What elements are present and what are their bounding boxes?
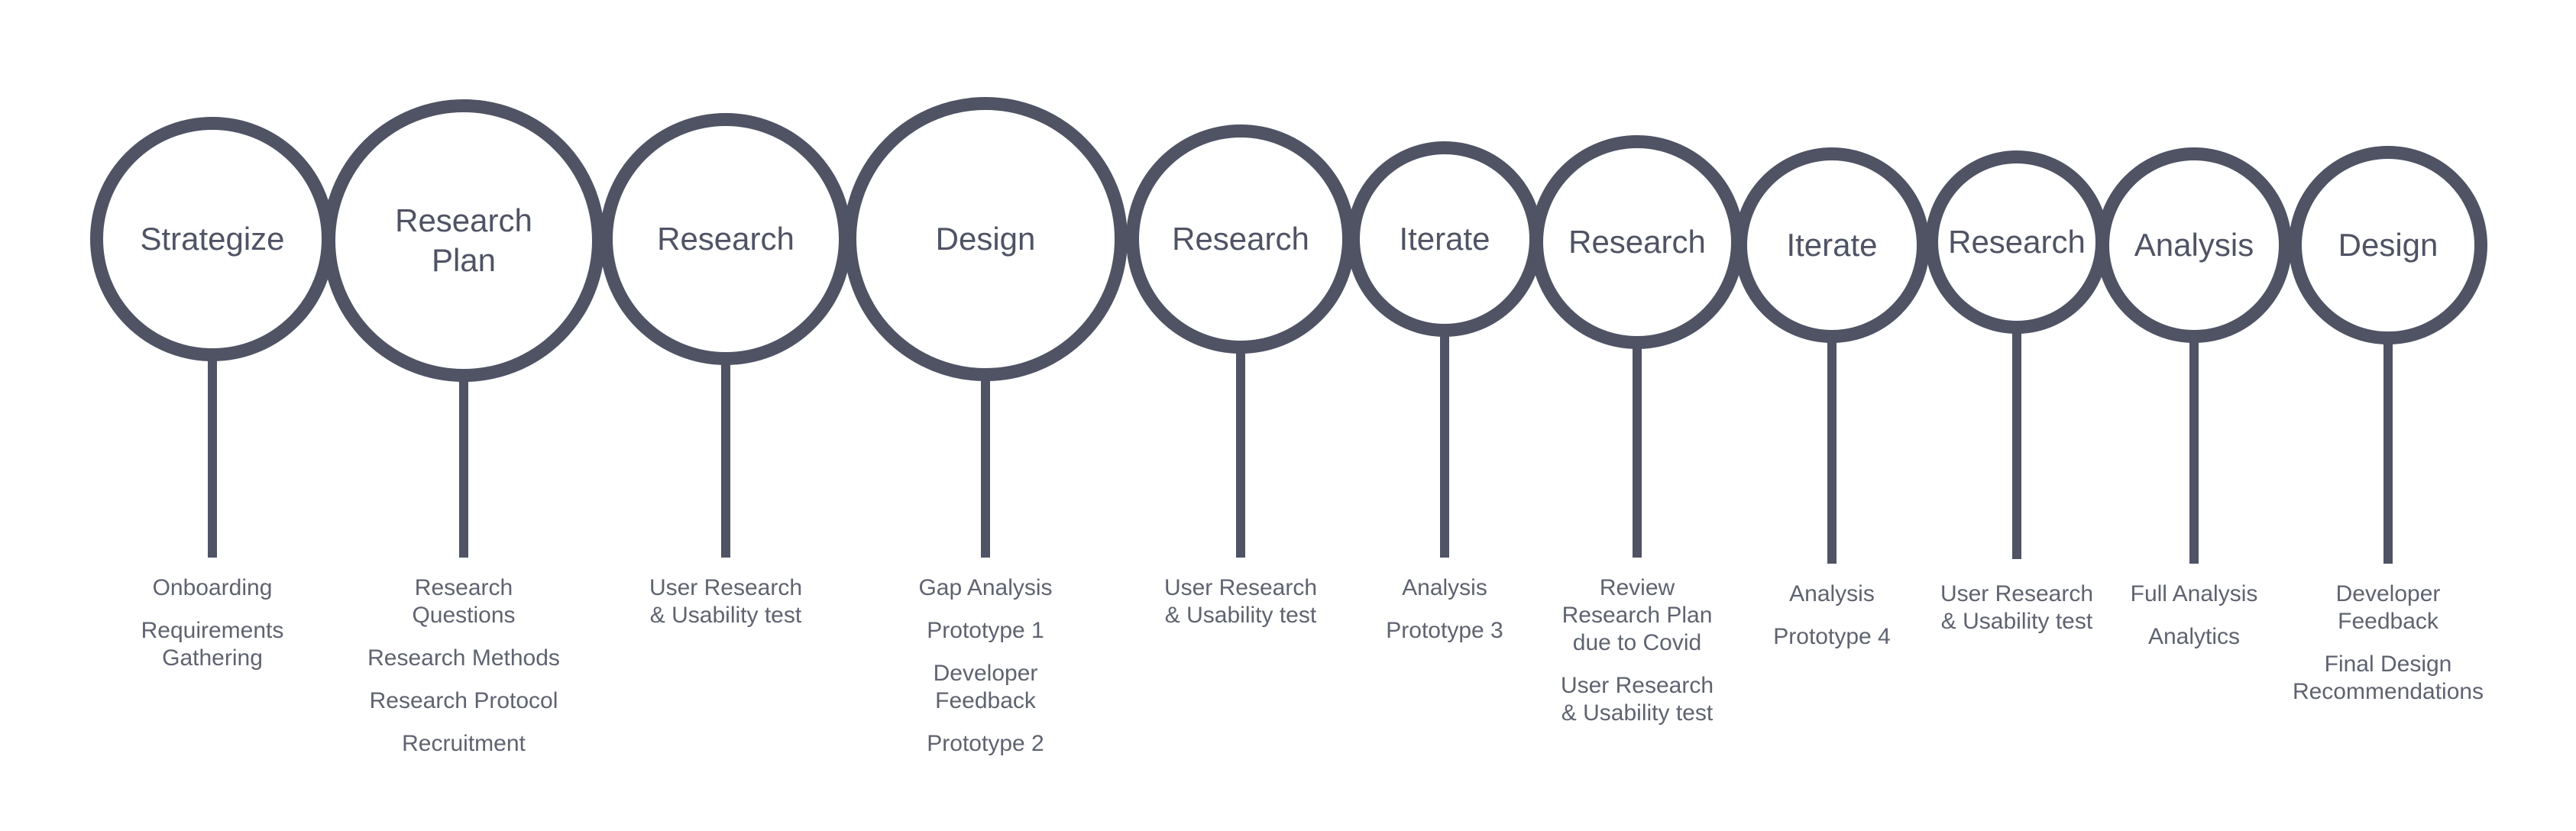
task-item: Full Analysis [2130, 581, 2258, 606]
task-item: Onboarding [152, 575, 273, 600]
stage-task-list: Developer Feedback Final Design Recommen… [2285, 580, 2491, 721]
stage-connector [208, 352, 217, 558]
task-item: Prototype 3 [1386, 618, 1503, 643]
stage-connector [1827, 334, 1837, 564]
stage-connector [981, 372, 990, 558]
stage-circle: Strategize [90, 117, 335, 361]
stage-connector [721, 356, 730, 558]
stage-label: Analysis [2134, 227, 2254, 263]
stage-label: Iterate [1786, 227, 1878, 263]
stage-circle: Design [843, 97, 1128, 381]
task-item: Prototype 4 [1773, 624, 1891, 649]
stage-task-list: Review Research Plan due to Covid User R… [1534, 574, 1740, 742]
stage-connector [1236, 344, 1245, 558]
task-item: Developer Feedback [933, 661, 1038, 713]
task-item: Research Methods [367, 645, 560, 671]
task-item: Developer Feedback [2335, 581, 2441, 634]
stage-circle: Research [1925, 150, 2108, 334]
stage-connector [2012, 325, 2021, 559]
stage-task-list: Analysis Prototype 3 [1341, 574, 1548, 660]
task-item: Review Research Plan due to Covid [1561, 575, 1713, 655]
stage-task-list: User Research & Usability test [1138, 574, 1344, 645]
stage-circle: Analysis [2096, 147, 2292, 343]
task-item: Recruitment [402, 731, 526, 756]
stage-connector [2189, 334, 2199, 564]
stage-connector [459, 373, 468, 558]
task-item: Gap Analysis [918, 575, 1053, 600]
stage-label: Research [657, 221, 794, 257]
stage-connector [2383, 335, 2393, 564]
stage-task-list: Research Questions Research Methods Rese… [361, 574, 567, 773]
stage-circle: Research [600, 113, 852, 365]
stage-circle: Iterate [1734, 147, 1930, 343]
task-item: User Research & Usability test [649, 575, 803, 628]
stage-label: Research [1948, 224, 2086, 260]
task-item: User Research & Usability test [1163, 575, 1318, 628]
stage-circle: Research Plan [322, 99, 605, 382]
task-item: Research Questions [412, 575, 516, 628]
task-item: Analysis [1402, 575, 1487, 600]
stage-label: Research [1172, 221, 1309, 257]
stage-task-list: Full Analysis Analytics [2091, 580, 2297, 666]
task-item: Analysis [1789, 581, 1875, 606]
stage-label: Research [1568, 224, 1706, 260]
stage-task-list: User Research & Usability test [623, 574, 829, 645]
task-item: Final Design Recommendations [2292, 652, 2484, 704]
stage-label: Design [935, 221, 1036, 257]
task-item: User Research & Usability test [1560, 673, 1714, 726]
stage-label: Design [2338, 227, 2438, 263]
stage-task-list: Analysis Prototype 4 [1729, 580, 1935, 666]
task-item: Analytics [2147, 624, 2241, 649]
stage-task-list: User Research & Usability test [1914, 580, 2120, 651]
stage-label: Research Plan [395, 202, 532, 278]
task-item: Requirements Gathering [141, 618, 284, 671]
stage-label: Strategize [140, 221, 285, 257]
task-item: Prototype 2 [927, 731, 1044, 756]
stage-connector [1633, 340, 1642, 558]
stage-circle: Iterate [1347, 141, 1542, 337]
stage-connector [1440, 328, 1449, 558]
stage-circle: Research [1126, 124, 1355, 354]
task-item: Research Protocol [369, 688, 558, 713]
stage-circle: Design [2289, 146, 2487, 344]
stage-task-list: Gap Analysis Prototype 1 Developer Feedb… [882, 574, 1089, 773]
stage-label: Iterate [1399, 221, 1490, 257]
task-item: Prototype 1 [927, 618, 1044, 643]
stage-circle: Research [1530, 135, 1744, 349]
stage-task-list: Onboarding Requirements Gathering [109, 574, 316, 687]
task-item: User Research & Usability test [1940, 581, 2094, 634]
